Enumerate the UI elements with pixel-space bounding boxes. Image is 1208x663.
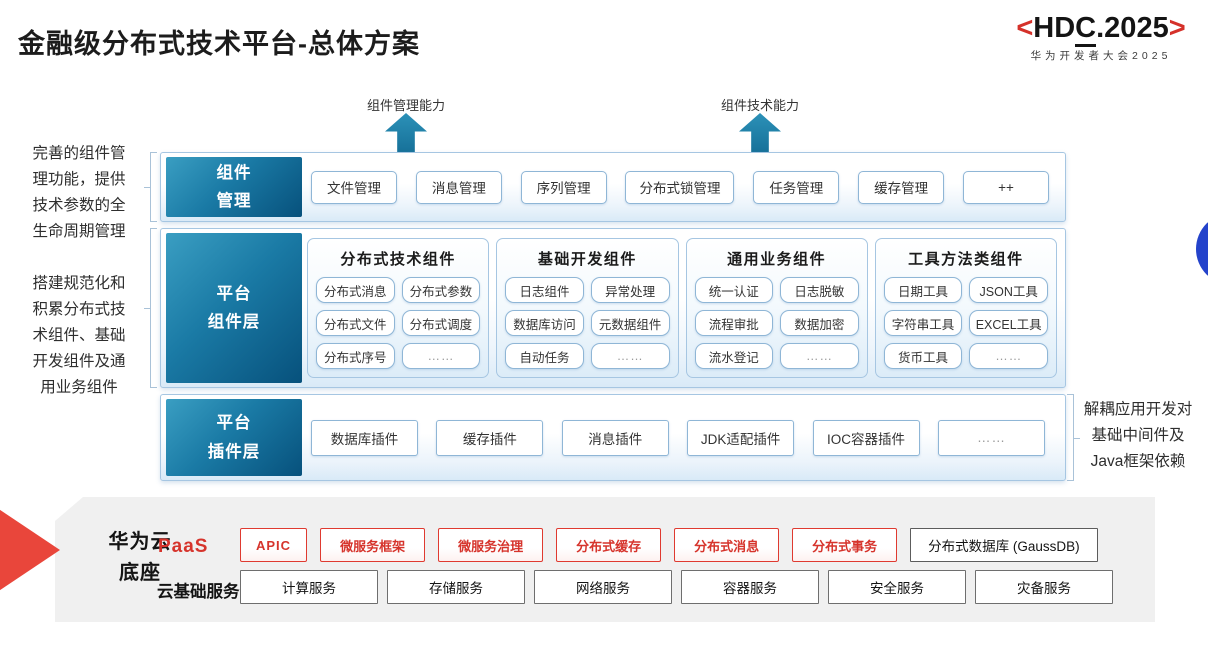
box-metadata-component: 元数据组件 bbox=[590, 310, 670, 336]
cloud-base-services-label: 云基础服务 bbox=[157, 583, 240, 601]
up-arrow-icon bbox=[385, 113, 427, 155]
logo-hd: HD bbox=[1033, 12, 1076, 44]
box-distributed-transaction: 分布式事务 bbox=[792, 528, 898, 562]
group-grid: 日期工具 JSON工具 字符串工具 EXCEL工具 货币工具 …… bbox=[883, 277, 1048, 369]
paas-label: PaaS bbox=[158, 536, 209, 557]
box-currency-tool: 货币工具 bbox=[883, 343, 963, 369]
box-exception-handling: 异常处理 bbox=[590, 277, 670, 303]
box-data-encryption: 数据加密 bbox=[780, 310, 859, 336]
box-distributed-message-paas: 分布式消息 bbox=[674, 528, 780, 562]
group-title: 工具方法类组件 bbox=[908, 251, 1024, 268]
group-grid: 统一认证 日志脱敏 流程审批 数据加密 流水登记 …… bbox=[694, 277, 859, 369]
bracket-plugins-layer bbox=[1067, 394, 1080, 481]
group-title: 基础开发组件 bbox=[537, 251, 637, 268]
layer-label-platform-plugins: 平台 插件层 bbox=[166, 399, 302, 476]
box-container-service: 容器服务 bbox=[681, 570, 819, 604]
logo-c-underlined: C bbox=[1075, 12, 1097, 47]
note-component-management: 完善的组件管 理功能，提供 技术参数的全 生命周期管理 bbox=[32, 145, 126, 240]
layer-component-management: 组件 管理 文件管理 消息管理 序列管理 分布式锁管理 任务管理 缓存管理 ++ bbox=[160, 152, 1066, 222]
note-plugin-layer: 解耦应用开发对 基础中间件及 Java框架依赖 bbox=[1083, 401, 1193, 470]
box-apic: APIC bbox=[240, 528, 308, 562]
group-distributed-tech: 分布式技术组件 分布式消息 分布式参数 分布式文件 分布式调度 分布式序号 …… bbox=[307, 238, 490, 378]
box-microservice-framework: 微服务框架 bbox=[320, 528, 426, 562]
box-distributed-cache: 分布式缓存 bbox=[556, 528, 662, 562]
group-title: 分布式技术组件 bbox=[340, 251, 456, 268]
box-journal-register: 流水登记 bbox=[694, 343, 774, 369]
hdc-logo: <HDC.2025> 华为开发者大会2025 bbox=[998, 12, 1204, 63]
box-database-access: 数据库访问 bbox=[505, 310, 584, 336]
box-excel-tool: EXCEL工具 bbox=[969, 310, 1048, 336]
layer-platform-components: 平台 组件层 分布式技术组件 分布式消息 分布式参数 分布式文件 分布式调度 分… bbox=[160, 228, 1066, 388]
box-jdk-adapter-plugin: JDK适配插件 bbox=[687, 419, 795, 456]
group-common-business: 通用业务组件 统一认证 日志脱敏 流程审批 数据加密 流水登记 …… bbox=[685, 238, 868, 378]
box-compute-service: 计算服务 bbox=[240, 570, 378, 604]
box-distributed-lock-management: 分布式锁管理 bbox=[625, 170, 735, 204]
layer-label-platform-components: 平台 组件层 bbox=[166, 233, 302, 383]
management-capability-label: 组件管理能力 bbox=[366, 98, 445, 113]
red-arrow-decoration bbox=[0, 505, 60, 595]
box-json-tool: JSON工具 bbox=[969, 277, 1048, 303]
box-log-component: 日志组件 bbox=[505, 277, 584, 303]
box-ioc-container-plugin: IOC容器插件 bbox=[812, 419, 920, 456]
cloud-base-services-row: 计算服务 存储服务 网络服务 容器服务 安全服务 灾备服务 bbox=[240, 570, 1113, 604]
paas-services-row: APIC 微服务框架 微服务治理 分布式缓存 分布式消息 分布式事务 分布式数据… bbox=[240, 528, 1098, 562]
box-ellipsis: …… bbox=[401, 343, 481, 369]
logo-close-bracket: > bbox=[1168, 12, 1186, 44]
box-distributed-message: 分布式消息 bbox=[316, 277, 395, 303]
plugin-items: 数据库插件 缓存插件 消息插件 JDK适配插件 IOC容器插件 …… bbox=[311, 395, 1045, 480]
box-distributed-parameter: 分布式参数 bbox=[401, 277, 481, 303]
box-network-service: 网络服务 bbox=[534, 570, 672, 604]
box-date-tool: 日期工具 bbox=[883, 277, 963, 303]
box-cache-management: 缓存管理 bbox=[858, 170, 945, 204]
note-platform-components: 搭建规范化和 积累分布式技 术组件、基础 开发组件及通 用业务组件 bbox=[32, 275, 126, 396]
layer-platform-plugins: 平台 插件层 数据库插件 缓存插件 消息插件 JDK适配插件 IOC容器插件 …… bbox=[160, 394, 1066, 481]
bracket-management-layer bbox=[144, 152, 157, 222]
box-database-plugin: 数据库插件 bbox=[311, 419, 418, 456]
box-auto-task: 自动任务 bbox=[505, 343, 584, 369]
box-ellipsis: …… bbox=[937, 419, 1045, 456]
box-task-management: 任务管理 bbox=[753, 170, 840, 204]
page-title: 金融级分布式技术平台-总体方案 bbox=[18, 29, 420, 59]
box-distributed-sequence: 分布式序号 bbox=[316, 343, 395, 369]
layer-label-component-management: 组件 管理 bbox=[166, 157, 302, 217]
logo-year: .2025 bbox=[1096, 12, 1169, 44]
box-message-management: 消息管理 bbox=[415, 170, 502, 204]
box-message-plugin: 消息插件 bbox=[561, 419, 669, 456]
hdc-logo-subtitle: 华为开发者大会2025 bbox=[1030, 50, 1172, 62]
box-file-management: 文件管理 bbox=[311, 170, 397, 204]
box-ellipsis: …… bbox=[780, 343, 859, 369]
box-distributed-scheduling: 分布式调度 bbox=[401, 310, 481, 336]
box-process-approval: 流程审批 bbox=[694, 310, 774, 336]
box-unified-auth: 统一认证 bbox=[694, 277, 774, 303]
box-ellipsis: …… bbox=[590, 343, 670, 369]
box-log-masking: 日志脱敏 bbox=[780, 277, 859, 303]
box-ellipsis: …… bbox=[969, 343, 1048, 369]
box-distributed-file: 分布式文件 bbox=[316, 310, 395, 336]
logo-open-bracket: < bbox=[1016, 12, 1034, 44]
box-storage-service: 存储服务 bbox=[387, 570, 525, 604]
box-string-tool: 字符串工具 bbox=[883, 310, 963, 336]
foundation-label: 华为云 底座 bbox=[108, 531, 172, 584]
box-security-service: 安全服务 bbox=[828, 570, 966, 604]
box-gaussdb: 分布式数据库 (GaussDB) bbox=[910, 528, 1098, 562]
box-cache-plugin: 缓存插件 bbox=[436, 419, 544, 456]
group-grid: 日志组件 异常处理 数据库访问 元数据组件 自动任务 …… bbox=[505, 277, 670, 369]
blue-dot-decoration bbox=[1196, 213, 1208, 285]
component-groups: 分布式技术组件 分布式消息 分布式参数 分布式文件 分布式调度 分布式序号 ……… bbox=[307, 238, 1057, 378]
box-disaster-recovery-service: 灾备服务 bbox=[975, 570, 1113, 604]
management-items: 文件管理 消息管理 序列管理 分布式锁管理 任务管理 缓存管理 ++ bbox=[311, 153, 1049, 221]
up-arrow-icon bbox=[739, 113, 781, 155]
group-grid: 分布式消息 分布式参数 分布式文件 分布式调度 分布式序号 …… bbox=[316, 277, 481, 369]
box-plus-plus: ++ bbox=[962, 170, 1049, 204]
box-microservice-governance: 微服务治理 bbox=[438, 528, 544, 562]
hdc-logo-wordmark: <HDC.2025> bbox=[998, 12, 1204, 47]
group-title: 通用业务组件 bbox=[727, 251, 827, 268]
bracket-components-layer bbox=[144, 228, 157, 388]
group-basic-dev: 基础开发组件 日志组件 异常处理 数据库访问 元数据组件 自动任务 …… bbox=[496, 238, 679, 378]
technical-capability-label: 组件技术能力 bbox=[720, 98, 799, 113]
box-sequence-management: 序列管理 bbox=[520, 170, 607, 204]
group-utility-methods: 工具方法类组件 日期工具 JSON工具 字符串工具 EXCEL工具 货币工具 …… bbox=[874, 238, 1057, 378]
